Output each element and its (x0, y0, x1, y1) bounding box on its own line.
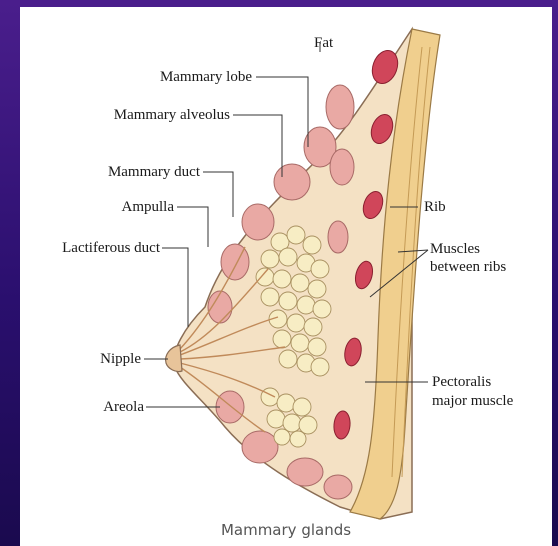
label-pectoralis-line2: major muscle (432, 393, 513, 410)
label-fat: Fat (314, 35, 333, 52)
label-mammary-duct: Mammary duct (80, 164, 200, 181)
nipple (166, 345, 182, 372)
label-lactiferous-duct: Lactiferous duct (30, 240, 160, 257)
label-mammary-alveolus: Mammary alveolus (80, 107, 230, 124)
diagram-panel: Fat Mammary lobe Mammary alveolus Mammar… (20, 7, 552, 546)
label-ampulla: Ampulla (100, 199, 174, 216)
label-muscles-line2: between ribs (430, 259, 506, 276)
label-muscles-line1: Muscles (430, 241, 480, 258)
figure-caption: Mammary glands (20, 521, 552, 539)
label-nipple: Nipple (80, 351, 141, 368)
label-rib: Rib (424, 199, 446, 216)
label-pectoralis-line1: Pectoralis (432, 374, 491, 391)
mammary-gland-illustration (20, 7, 552, 546)
label-areola: Areola (80, 399, 144, 416)
label-mammary-lobe: Mammary lobe (130, 69, 252, 86)
